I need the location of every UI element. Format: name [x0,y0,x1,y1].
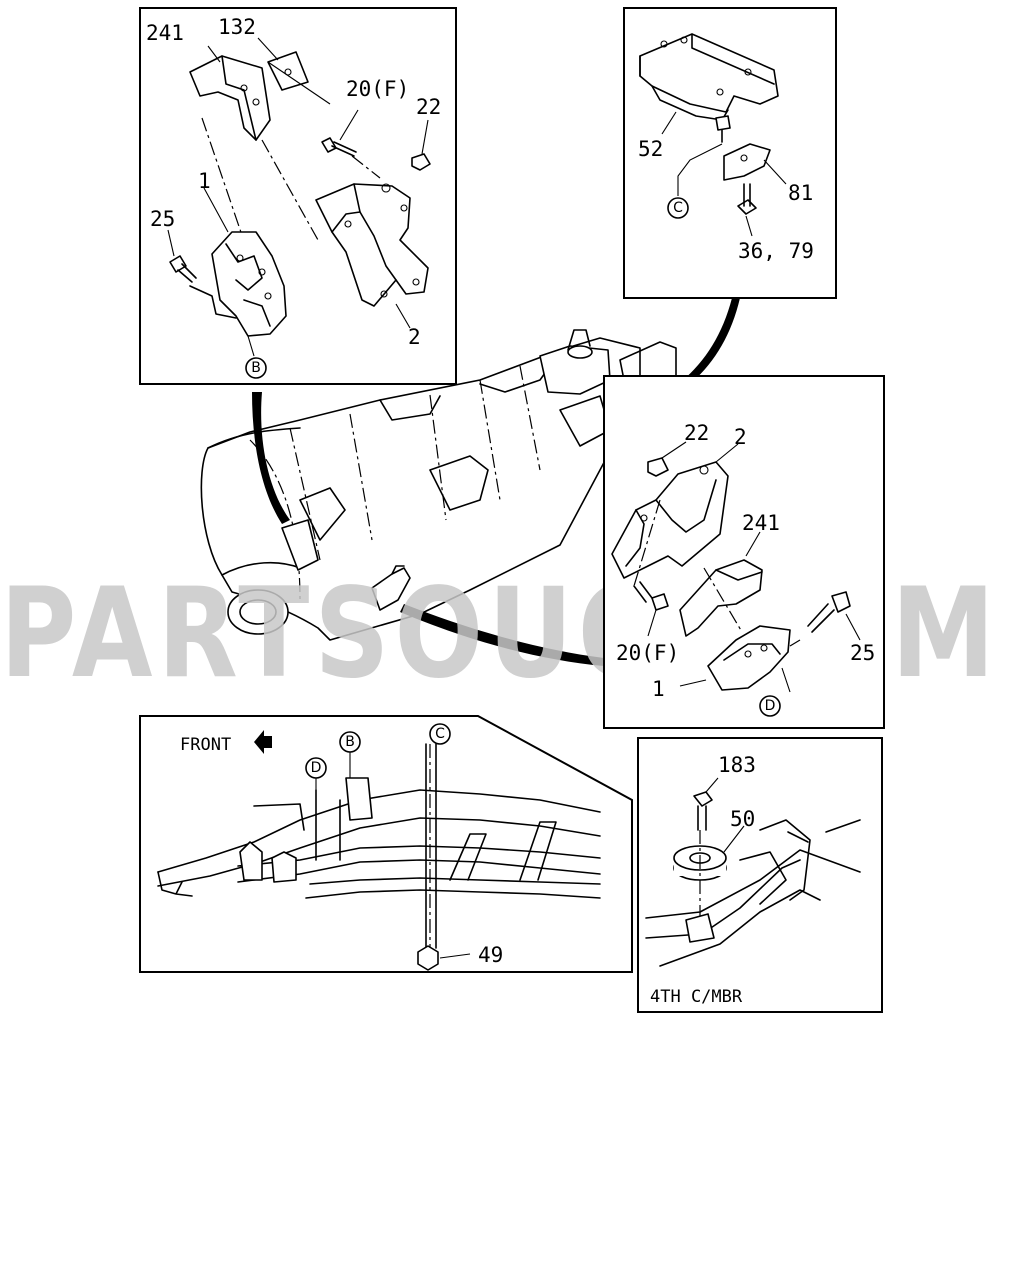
callout-20f-b: 20(F) [616,641,679,665]
callout-25: 25 [150,207,175,231]
callout-81: 81 [788,181,813,205]
callout-2: 2 [408,325,421,349]
ref-circle-d-frame: D [311,760,322,776]
ref-circle-c-frame: C [435,726,445,742]
callout-2-b: 2 [734,425,747,449]
front-label: FRONT [180,735,231,755]
panel-4th-label: 4TH C/MBR [650,987,743,1007]
callout-52: 52 [638,137,663,161]
callout-1-b: 1 [652,677,665,701]
callout-183: 183 [718,753,756,777]
panel-bottom-right [637,737,883,1013]
callout-36-79: 36, 79 [738,239,814,263]
callout-241-b: 241 [742,511,780,535]
panel-top-right [623,7,837,299]
callout-20f: 20(F) [346,77,409,101]
ref-circle-c-label: C [673,200,683,216]
callout-49: 49 [478,943,503,967]
callout-labels: 241 132 20(F) 22 1 25 2 B 52 81 36, 79 C… [146,15,875,1007]
callout-132: 132 [218,15,256,39]
callout-50: 50 [730,807,755,831]
callout-241: 241 [146,21,184,45]
panel-top-left [139,7,457,385]
callout-25-b: 25 [850,641,875,665]
callout-22: 22 [416,95,441,119]
ref-circle-b-label: B [251,360,261,376]
panel-bottom-left [139,715,633,973]
callout-1: 1 [198,169,211,193]
ref-circle-b-frame: B [345,734,355,750]
panel-mid-right [603,375,885,729]
callout-22-b: 22 [684,421,709,445]
ref-circle-d-label: D [765,698,776,714]
